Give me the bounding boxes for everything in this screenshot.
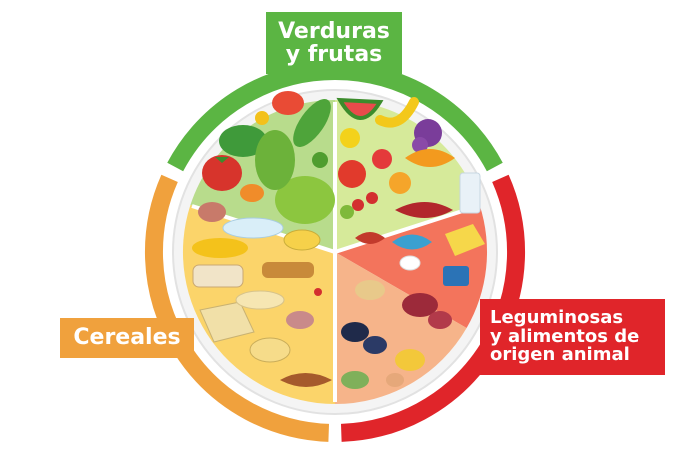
label-cereales: Cereales <box>60 318 194 358</box>
label-verduras-line-2: y frutas <box>285 42 383 67</box>
label-cereales-line-1: Cereales <box>73 325 181 351</box>
label-leguminosas-line-2: y alimentos de <box>490 325 640 347</box>
fruits-illustration <box>336 97 455 219</box>
label-leguminosas-line-1: Leguminosas <box>490 306 624 328</box>
legumes-illustration <box>341 280 452 389</box>
label-leguminosas-y-alimentos-de-origen-animal: Leguminosas y alimentos de origen animal <box>480 299 665 375</box>
label-verduras-line-1: Verduras <box>278 18 390 44</box>
animal-foods-illustration <box>355 172 485 286</box>
vegetables-illustration <box>202 91 335 224</box>
label-leguminosas-line-3: origen animal <box>490 344 630 366</box>
label-verduras-y-frutas: Verduras y frutas <box>266 12 402 74</box>
cereals-illustration <box>192 202 332 387</box>
